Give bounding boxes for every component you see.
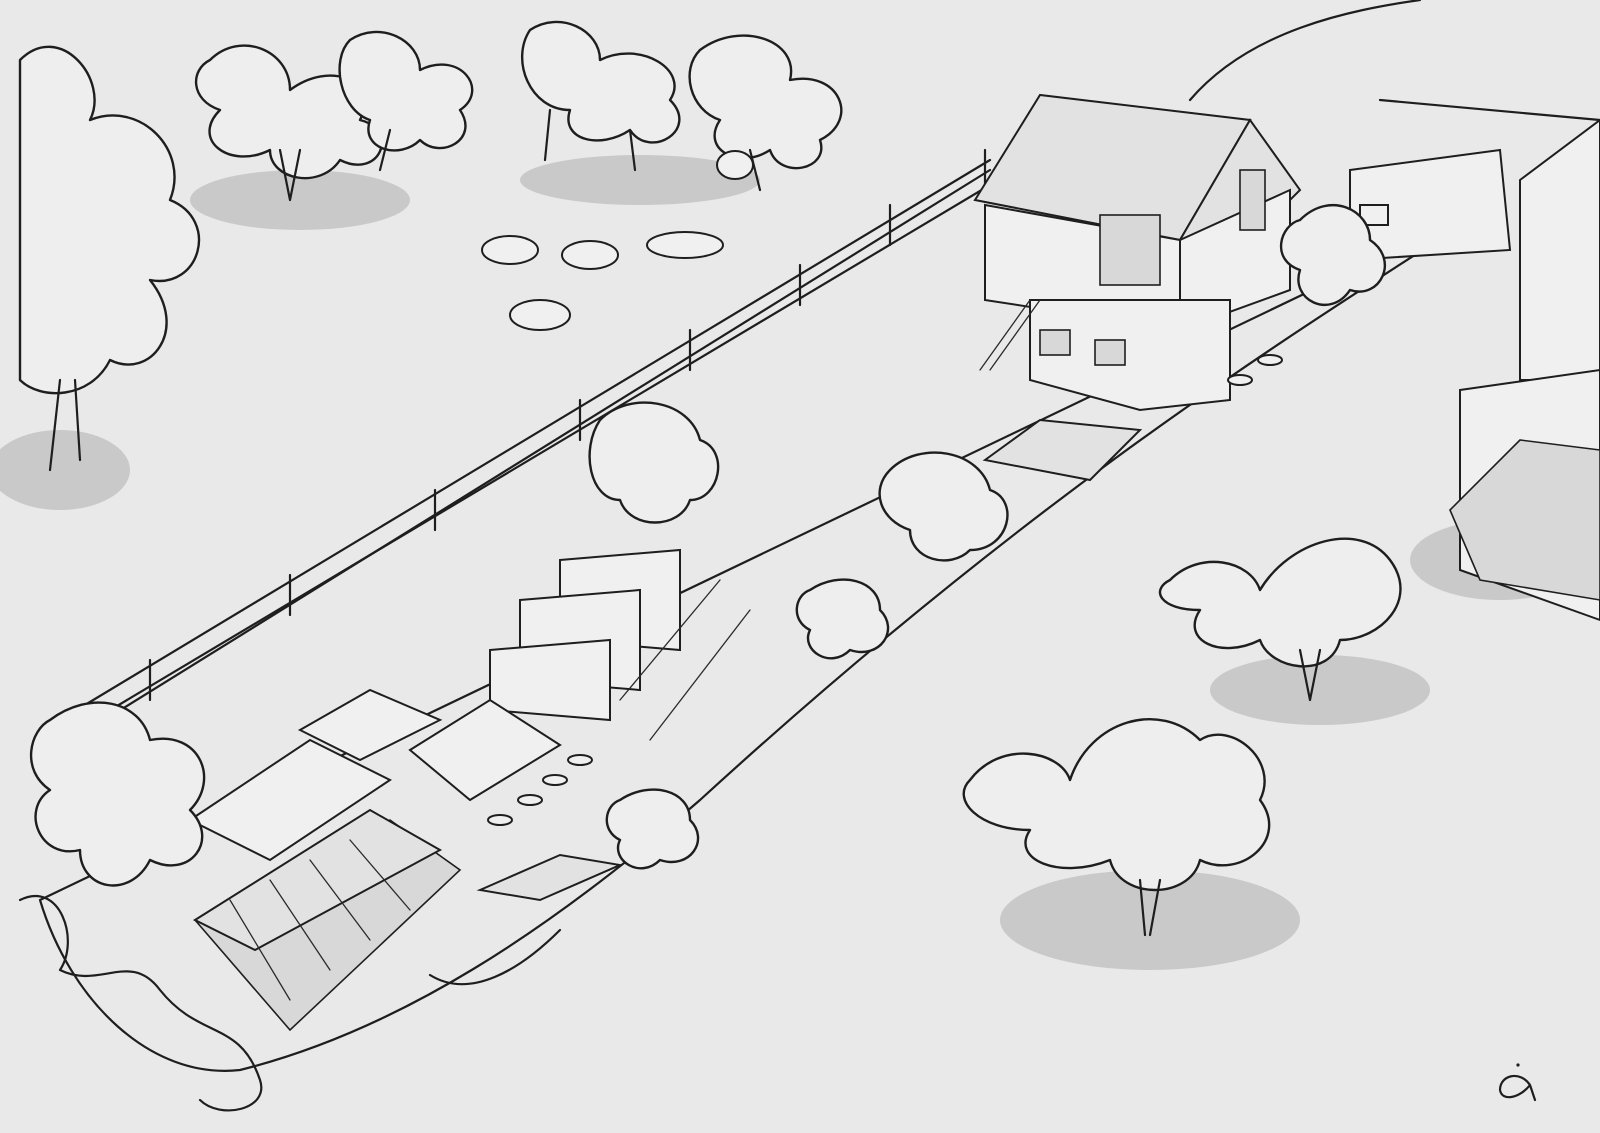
shed-roof — [476, 853, 624, 902]
background-trees — [195, 20, 843, 202]
foreground-trees — [962, 537, 1402, 937]
cows — [481, 150, 754, 331]
tree-trunk — [48, 378, 82, 472]
hedge-shrubs — [30, 203, 1387, 887]
greenhouse — [192, 808, 462, 1032]
pergola — [982, 418, 1143, 482]
foreground-hedge-outline — [18, 894, 263, 1112]
water-trough — [646, 231, 724, 259]
garden-boundary — [38, 168, 1502, 1072]
stepping-stones — [487, 354, 1283, 826]
terraced-beds — [489, 548, 751, 741]
neighbor-buildings — [1188, 0, 1600, 622]
fence — [58, 148, 992, 742]
hammock — [428, 928, 562, 986]
artist-signature — [1498, 1063, 1537, 1102]
house — [973, 93, 1302, 412]
large-tree-left — [18, 45, 201, 395]
vegetable-beds — [188, 688, 562, 862]
